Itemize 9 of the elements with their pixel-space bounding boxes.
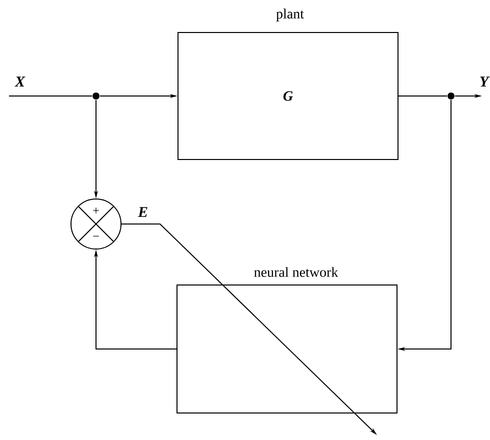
signal-label: Y — [480, 76, 490, 86]
junction-dot — [92, 92, 100, 100]
block-heading: plant — [276, 8, 304, 22]
block-box: G — [178, 32, 398, 160]
summing-junction: + − — [70, 198, 122, 250]
junction-dot — [448, 92, 454, 100]
signal-label: X — [14, 76, 26, 86]
edge-label: E — [138, 207, 148, 217]
block-heading: neural network — [254, 267, 338, 277]
